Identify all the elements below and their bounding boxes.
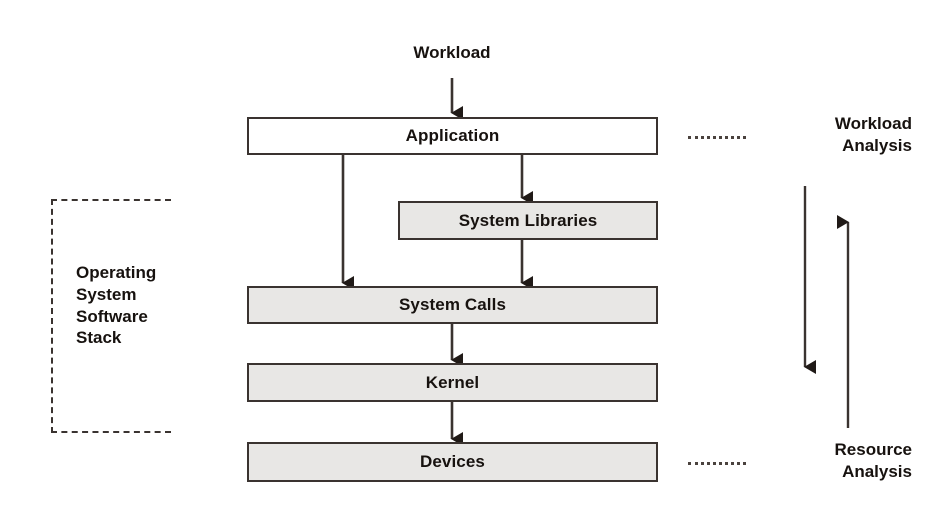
stack-box-application[interactable]: Application [247,117,658,155]
workload-label: Workload [413,43,491,62]
leader-line-resource-analysis [688,462,746,465]
stack-box-system-libraries[interactable]: System Libraries [398,201,658,240]
workload-analysis-label: Workload Analysis [834,114,912,155]
os-stack-group-region [51,199,171,433]
resource-analysis-label: Resource Analysis [834,440,912,481]
stack-box-system-libraries-label: System Libraries [458,210,598,230]
stack-box-kernel-label: Kernel [425,372,480,392]
leader-line-workload-analysis [688,136,746,139]
stack-box-system-calls[interactable]: System Calls [247,286,658,324]
stack-box-system-calls-label: System Calls [398,295,507,314]
os-stack-group-label: Operating System Software Stack [76,263,157,348]
stack-box-devices[interactable]: Devices [247,442,658,482]
stack-box-kernel[interactable]: Kernel [247,363,658,402]
stack-box-devices-label: Devices [420,452,485,471]
stack-box-application-label: Application [405,126,500,145]
